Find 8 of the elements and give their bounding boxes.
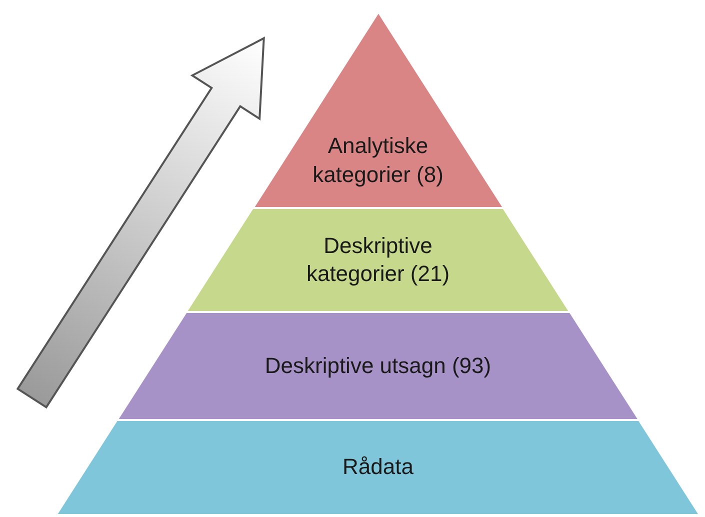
layer-label: Deskriptive kategorier (21) bbox=[305, 232, 451, 288]
pyramid-top bbox=[252, 12, 504, 208]
pyramid-base bbox=[56, 420, 700, 515]
layer-label: Analytiske kategorier (8) bbox=[312, 132, 444, 190]
layer-label: Deskriptive utsagn (93) bbox=[264, 352, 492, 380]
pyramid-layer bbox=[186, 208, 570, 312]
layer-label: Rådata bbox=[342, 453, 414, 481]
pyramid-layer bbox=[116, 312, 640, 420]
